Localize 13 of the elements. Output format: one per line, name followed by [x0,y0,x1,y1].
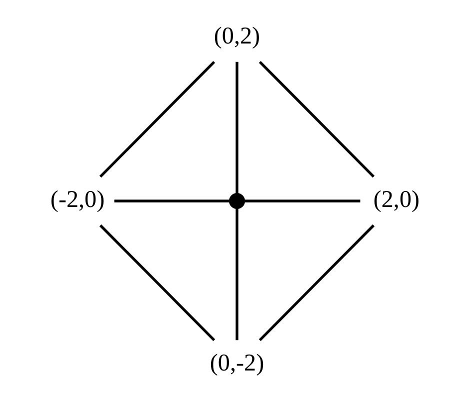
connector [99,224,216,342]
node-text: (2,0) [373,186,420,213]
node-text: (0,2) [214,23,260,50]
connector [236,62,238,194]
connector [258,60,375,178]
connector [258,224,375,342]
connector [236,208,238,340]
connector [114,200,230,202]
node-text: (-2,0) [50,186,105,213]
node-circle [228,192,246,210]
node-text: (0,-2) [210,350,264,376]
connector [99,60,216,178]
connector [244,200,360,202]
